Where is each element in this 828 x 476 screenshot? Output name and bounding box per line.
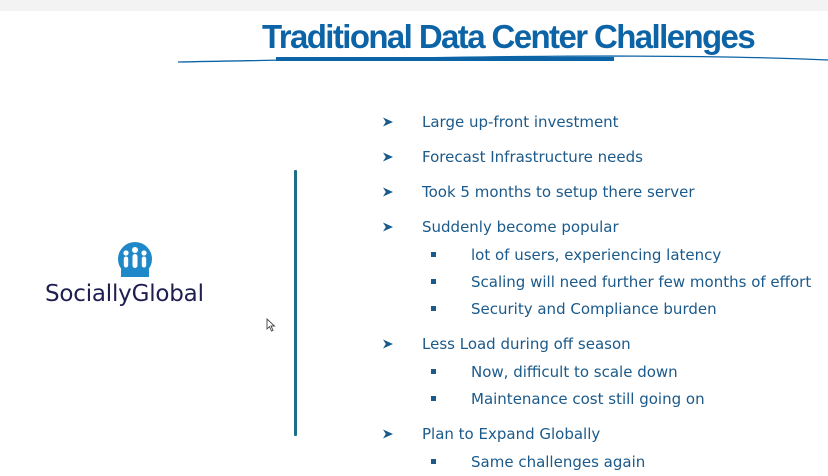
people-group-icon bbox=[118, 242, 152, 277]
vertical-divider bbox=[294, 170, 297, 436]
sub-bullet-item: Maintenance cost still going on bbox=[471, 390, 705, 408]
square-bullet-icon bbox=[431, 369, 436, 374]
bullet-item: Forecast Infrastructure needs bbox=[422, 148, 643, 166]
sub-bullet-item: lot of users, experiencing latency bbox=[471, 246, 722, 264]
arrow-bullet-icon bbox=[383, 429, 393, 439]
arrow-bullet-icon bbox=[383, 222, 393, 232]
bullet-item: Large up-front investment bbox=[422, 113, 619, 131]
arrow-bullet-icon bbox=[383, 117, 393, 127]
arrow-bullet-icon bbox=[383, 187, 393, 197]
bullet-item: Less Load during off season bbox=[422, 335, 631, 353]
title-swoosh bbox=[177, 55, 828, 63]
bullet-item: Plan to Expand Globally bbox=[422, 425, 601, 443]
arrow-bullet-icon bbox=[383, 339, 393, 349]
slide-title: Traditional Data Center Challenges bbox=[262, 18, 756, 55]
title-underline bbox=[276, 57, 614, 61]
company-logo: SociallyGlobal bbox=[44, 240, 229, 312]
sub-bullet-item: Now, difficult to scale down bbox=[471, 363, 678, 381]
top-strip bbox=[0, 0, 828, 11]
bullet-item: Took 5 months to setup there server bbox=[422, 183, 695, 201]
square-bullet-icon bbox=[431, 396, 436, 401]
sub-bullet-item: Scaling will need further few months of … bbox=[471, 273, 812, 291]
square-bullet-icon bbox=[431, 279, 436, 284]
mouse-cursor-icon bbox=[266, 318, 276, 332]
bullet-item: Suddenly become popular bbox=[422, 218, 619, 236]
square-bullet-icon bbox=[431, 306, 436, 311]
square-bullet-icon bbox=[431, 459, 436, 464]
square-bullet-icon bbox=[431, 252, 436, 257]
logo-text: SociallyGlobal bbox=[45, 281, 204, 307]
sub-bullet-item: Same challenges again bbox=[471, 453, 646, 471]
sub-bullet-item: Security and Compliance burden bbox=[471, 300, 717, 318]
arrow-bullet-icon bbox=[383, 152, 393, 162]
